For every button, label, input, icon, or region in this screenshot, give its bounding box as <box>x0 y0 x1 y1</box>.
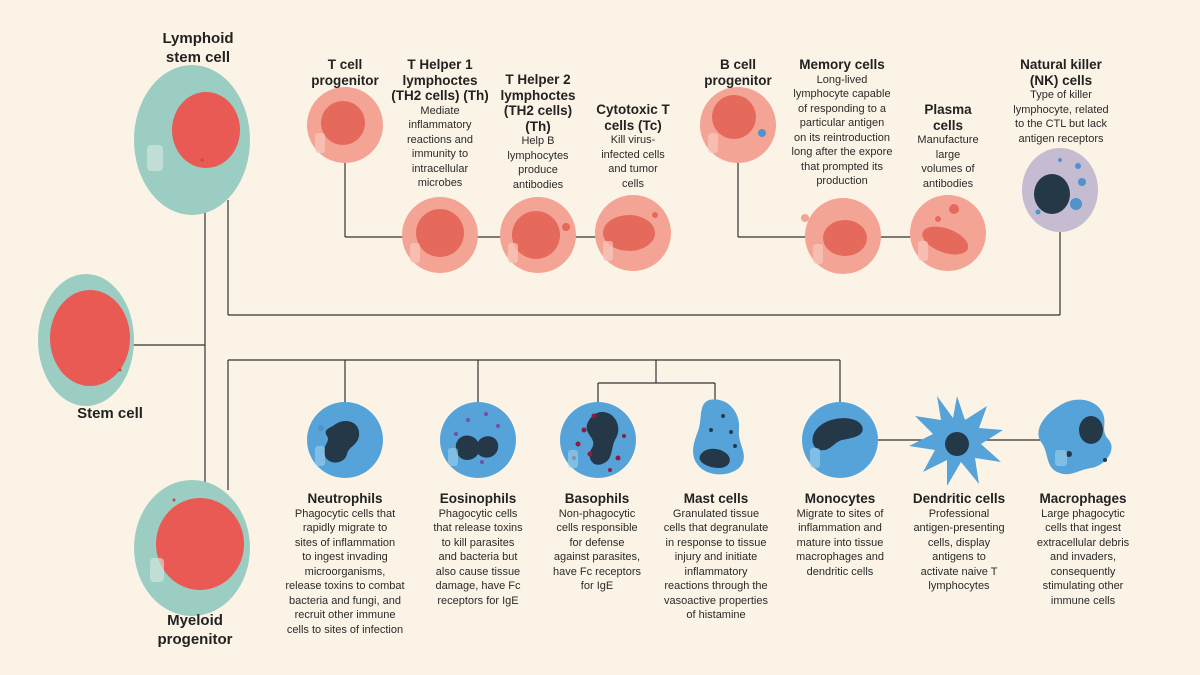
th2-cell <box>500 197 576 273</box>
th1-cell <box>402 197 478 273</box>
lymphoid-stem-cell <box>134 65 250 215</box>
connector-lines <box>120 145 1085 520</box>
mast-cells-label: Mast cells Granulated tissue cells that … <box>652 491 780 623</box>
nk-cells-description: Type of killer lymphocyte, related to th… <box>1013 89 1109 145</box>
b-cell-progenitor-title: B cell progenitor <box>704 57 772 88</box>
basophils-title: Basophils <box>564 491 630 506</box>
b-cell-progenitor-cell <box>700 87 776 163</box>
myeloid-progenitor-title: Myeloid progenitor <box>157 612 233 648</box>
neutrophils-description: Phagocytic cells that rapidly migrate to… <box>285 507 405 636</box>
macrophages-title: Macrophages <box>1039 491 1127 506</box>
plasma-cell <box>910 195 986 271</box>
monocytes-title: Monocytes <box>804 491 876 506</box>
cytotoxic-t-label: Cytotoxic T cells (Tc) Kill virus- infec… <box>582 102 684 191</box>
myeloid-progenitor-label: Myeloid progenitor <box>130 611 260 649</box>
t-cell-progenitor-cell <box>307 87 383 163</box>
cytotoxic-t-cell <box>595 195 671 271</box>
nk-cells-title: Natural killer (NK) cells <box>1020 57 1102 88</box>
macrophage-cell <box>1038 399 1112 475</box>
memory-cells-label: Memory cells Long-lived lymphocyte capab… <box>778 57 906 189</box>
basophils-label: Basophils Non-phagocytic cells responsib… <box>538 491 656 594</box>
b-cell-progenitor-label: B cell progenitor <box>688 57 788 88</box>
myeloid-progenitor-cell <box>134 480 250 616</box>
lymphoid-stem-cell-label: Lymphoid stem cell <box>138 29 258 67</box>
neutrophil-cell <box>307 402 383 478</box>
macrophages-label: Macrophages Large phagocytic cells that … <box>1018 491 1148 608</box>
th1-title: T Helper 1 lymphoctes (TH2 cells) (Th) <box>391 57 489 103</box>
lymphoid-stem-cell-title: Lymphoid stem cell <box>162 30 234 66</box>
th1-description: Mediate inflammatory reactions and immun… <box>406 104 474 190</box>
eosinophil-cell <box>440 402 516 478</box>
macrophages-description: Large phagocytic cells that ingest extra… <box>1036 507 1130 607</box>
th1-label: T Helper 1 lymphoctes (TH2 cells) (Th) M… <box>380 57 500 191</box>
plasma-cells-description: Manufacture large volumes of antibodies <box>917 134 979 190</box>
memory-cells-title: Memory cells <box>799 57 885 72</box>
neutrophils-title: Neutrophils <box>307 491 383 506</box>
dendritic-cells-description: Professional antigen-presenting cells, d… <box>913 507 1005 593</box>
mast-cells-description: Granulated tissue cells that degranulate… <box>663 507 769 622</box>
cytotoxic-t-description: Kill virus- infected cells and tumor cel… <box>601 134 665 190</box>
dendritic-cell <box>909 396 1003 486</box>
t-cell-progenitor-title: T cell progenitor <box>311 57 379 88</box>
nk-cell <box>1022 148 1098 232</box>
plasma-cells-title: Plasma cells <box>924 102 972 133</box>
stem-cell-label: Stem cell <box>55 404 165 423</box>
monocytes-label: Monocytes Migrate to sites of inflammati… <box>778 491 902 579</box>
basophils-description: Non-phagocytic cells responsible for def… <box>552 507 642 593</box>
eosinophils-description: Phagocytic cells that release toxins to … <box>433 507 523 607</box>
memory-cell <box>801 198 881 274</box>
mast-cells-title: Mast cells <box>683 491 749 506</box>
eosinophils-label: Eosinophils Phagocytic cells that releas… <box>418 491 538 608</box>
eosinophils-title: Eosinophils <box>439 491 517 506</box>
basophil-cell <box>560 402 636 478</box>
monocyte-cell <box>802 402 878 478</box>
plasma-cells-label: Plasma cells Manufacture large volumes o… <box>898 102 998 191</box>
stem-cell-title: Stem cell <box>77 405 143 422</box>
th2-title: T Helper 2 lymphoctes (TH2 cells) (Th) <box>500 72 576 134</box>
mast-cell <box>693 399 744 475</box>
dendritic-cells-title: Dendritic cells <box>912 491 1006 506</box>
t-cell-progenitor-label: T cell progenitor <box>293 57 397 88</box>
monocytes-description: Migrate to sites of inflammation and mat… <box>795 507 885 578</box>
stem-cell <box>38 274 134 406</box>
neutrophils-label: Neutrophils Phagocytic cells that rapidl… <box>272 491 418 637</box>
th2-description: Help B lymphocytes produce antibodies <box>507 135 569 191</box>
th2-label: T Helper 2 lymphoctes (TH2 cells) (Th) H… <box>484 72 592 192</box>
cytotoxic-t-title: Cytotoxic T cells (Tc) <box>596 102 670 133</box>
memory-cells-description: Long-lived lymphocyte capable of respond… <box>791 73 893 188</box>
dendritic-cells-label: Dendritic cells Professional antigen-pre… <box>900 491 1018 594</box>
nk-cells-label: Natural killer (NK) cells Type of killer… <box>996 57 1126 146</box>
